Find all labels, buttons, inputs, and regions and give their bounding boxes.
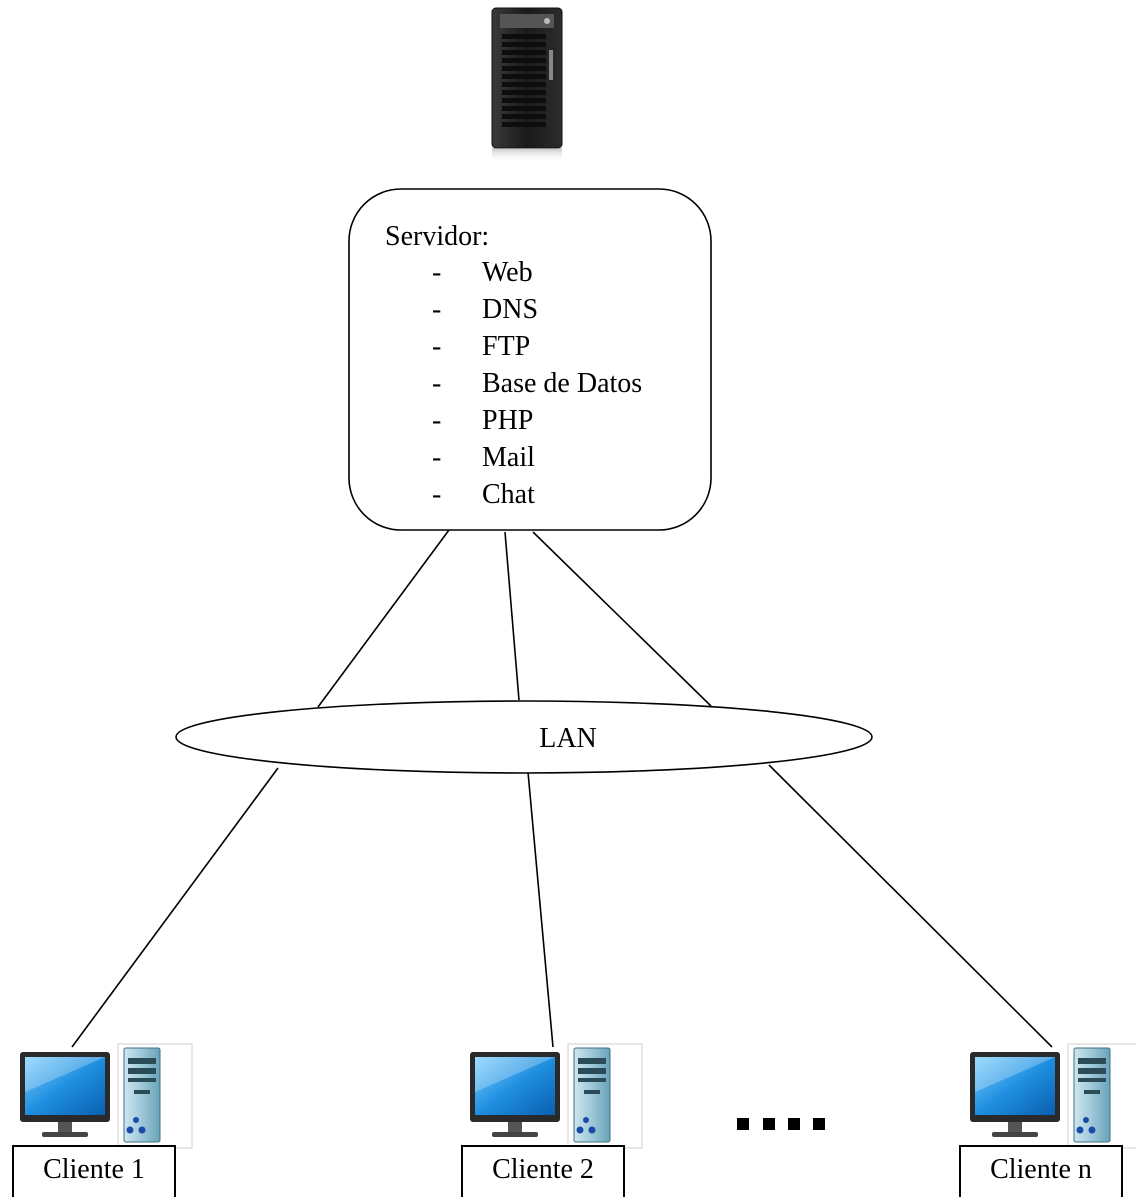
list-item: - Chat: [432, 476, 642, 513]
bullet: -: [432, 257, 442, 288]
server-title: Servidor:: [385, 221, 490, 252]
client-n-computer-icon: [969, 1043, 1136, 1149]
client-2-label: Cliente 2: [461, 1145, 625, 1197]
list-item: - Web: [432, 254, 642, 291]
service-label: DNS: [482, 294, 539, 325]
service-label: Base de Datos: [482, 368, 643, 399]
list-item: - FTP: [432, 328, 642, 365]
bullet: -: [432, 479, 442, 510]
service-label: Mail: [482, 442, 535, 473]
service-label: PHP: [482, 405, 534, 436]
list-item: - Base de Datos: [432, 365, 642, 402]
lan-label: LAN: [539, 723, 597, 754]
link-lan-client-n: [768, 764, 1053, 1048]
link-lan-client-2: [527, 771, 554, 1048]
bullet: -: [432, 405, 442, 436]
bullet: -: [432, 294, 442, 325]
service-label: Web: [482, 257, 533, 288]
list-item: - DNS: [432, 291, 642, 328]
link-server-lan-right: [532, 531, 712, 707]
connector-lines: [71, 529, 1053, 1048]
client-2-computer-icon: [469, 1043, 643, 1149]
list-item: - Mail: [432, 439, 642, 476]
server-box: [348, 188, 712, 531]
bullet: -: [432, 331, 442, 362]
link-lan-client-1: [71, 767, 279, 1048]
server-tower-icon: [491, 7, 563, 162]
bullet: -: [432, 368, 442, 399]
client-1-label: Cliente 1: [12, 1145, 176, 1197]
client-n-label: Cliente n: [959, 1145, 1123, 1197]
list-item: - PHP: [432, 402, 642, 439]
service-label: FTP: [482, 331, 531, 362]
lan-ellipse: [175, 700, 873, 774]
service-label: Chat: [482, 479, 535, 510]
ellipsis-icon: [737, 1118, 825, 1130]
service-list: - Web - DNS - FTP - Base de Datos - PHP - Mail…: [432, 254, 642, 513]
client-1-computer-icon: [19, 1043, 193, 1149]
link-server-lan-left: [317, 529, 450, 708]
bullet: -: [432, 442, 442, 473]
link-server-lan-center: [504, 531, 520, 701]
